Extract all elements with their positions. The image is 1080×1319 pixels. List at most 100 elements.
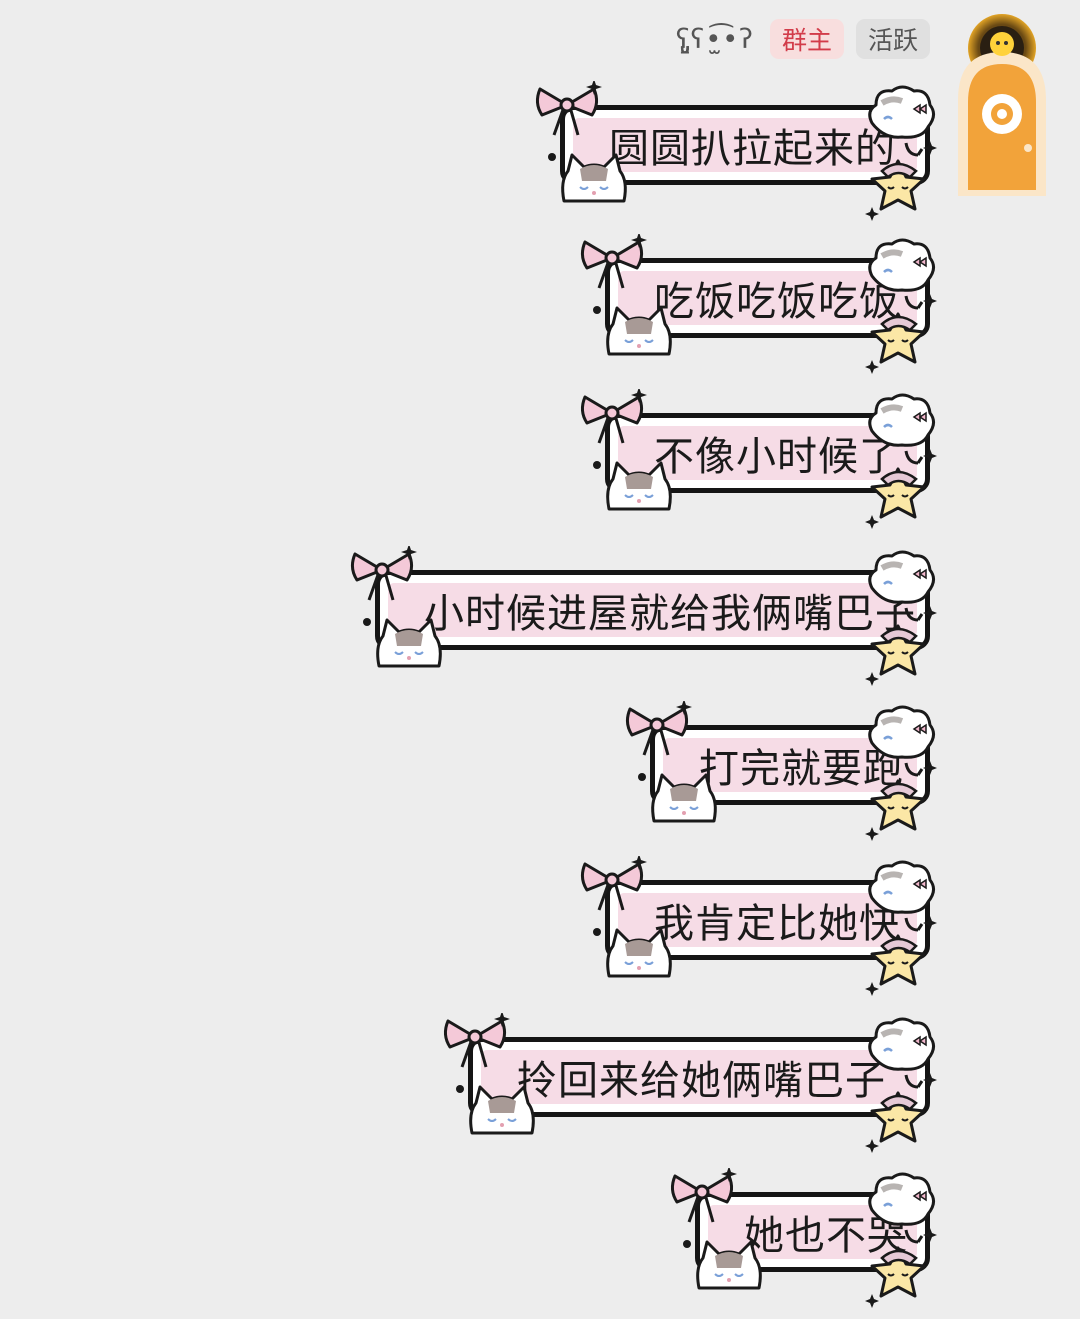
dot-decoration bbox=[679, 1236, 695, 1256]
bubble-plate: 小时候进屋就给我俩嘴巴子 bbox=[375, 570, 930, 650]
cat-icon bbox=[606, 928, 672, 978]
bow-decoration bbox=[622, 699, 692, 765]
star-decoration bbox=[864, 155, 934, 225]
bunny-decoration bbox=[862, 83, 938, 167]
star-decoration bbox=[864, 1242, 934, 1312]
sparkle-icon bbox=[363, 618, 371, 626]
sender-nickname[interactable]: ʕ̡̢̡̡̢̡ʕ•̫͡•ʔ bbox=[675, 23, 754, 55]
cat-decoration bbox=[646, 771, 722, 833]
message-bubble[interactable]: 她也不哭 bbox=[670, 1166, 937, 1308]
star-decoration bbox=[864, 1087, 934, 1157]
dot-decoration bbox=[589, 457, 605, 477]
message-bubble[interactable]: 吃饭吃饭吃饭 bbox=[580, 232, 937, 374]
cat-icon bbox=[606, 306, 672, 356]
star-icon bbox=[865, 1091, 926, 1153]
dot-decoration bbox=[589, 302, 605, 322]
cat-icon bbox=[696, 1240, 762, 1290]
bow-decoration bbox=[440, 1011, 510, 1077]
star-decoration bbox=[864, 775, 934, 845]
bow-decoration bbox=[577, 854, 647, 920]
bow-icon bbox=[443, 1011, 510, 1068]
bunny-icon bbox=[868, 85, 937, 157]
bow-icon bbox=[625, 699, 692, 756]
bunny-icon bbox=[868, 705, 937, 777]
message-bubble[interactable]: 打完就要跑 bbox=[625, 699, 937, 841]
sender-header: ʕ̡̢̡̡̢̡ʕ•̫͡•ʔ 群主 活跃 bbox=[676, 16, 930, 62]
bunny-icon bbox=[868, 238, 937, 310]
dot-decoration bbox=[634, 769, 650, 789]
message-text: 不像小时候了 bbox=[654, 434, 900, 480]
cat-icon bbox=[376, 618, 442, 668]
message-text: 小时候进屋就给我俩嘴巴子 bbox=[424, 591, 916, 637]
bunny-decoration bbox=[862, 236, 938, 320]
star-decoration bbox=[864, 930, 934, 1000]
bubble-plate: 我肯定比她快 bbox=[605, 880, 930, 960]
star-icon bbox=[865, 779, 926, 841]
cat-icon bbox=[561, 153, 627, 203]
cat-decoration bbox=[464, 1083, 540, 1145]
bubble-plate: 她也不哭 bbox=[695, 1192, 930, 1272]
sparkle-icon bbox=[593, 461, 601, 469]
cat-decoration bbox=[601, 304, 677, 366]
dot-decoration bbox=[544, 149, 560, 169]
dot-decoration bbox=[452, 1081, 468, 1101]
star-icon bbox=[865, 1246, 926, 1308]
sparkle-icon bbox=[683, 1240, 691, 1248]
bow-icon bbox=[580, 232, 647, 289]
message-text: 吃饭吃饭吃饭 bbox=[654, 279, 900, 325]
star-decoration bbox=[864, 463, 934, 533]
message-bubble[interactable]: 我肯定比她快 bbox=[580, 854, 937, 996]
cat-decoration bbox=[556, 151, 632, 213]
bunny-decoration bbox=[862, 703, 938, 787]
bow-icon bbox=[580, 387, 647, 444]
cat-decoration bbox=[601, 926, 677, 988]
avatar[interactable] bbox=[950, 10, 1054, 196]
active-badge: 活跃 bbox=[855, 19, 930, 59]
bow-decoration bbox=[347, 544, 417, 610]
bunny-icon bbox=[868, 860, 937, 932]
sparkle-icon bbox=[593, 928, 601, 936]
star-decoration bbox=[864, 308, 934, 378]
dot-decoration bbox=[359, 614, 375, 634]
bunny-decoration bbox=[862, 1015, 938, 1099]
sparkle-icon bbox=[456, 1085, 464, 1093]
bunny-icon bbox=[868, 1017, 937, 1089]
bow-icon bbox=[670, 1166, 737, 1223]
cat-decoration bbox=[691, 1238, 767, 1300]
star-icon bbox=[865, 467, 926, 529]
message-text: 她也不哭 bbox=[744, 1213, 908, 1259]
cat-icon bbox=[606, 461, 672, 511]
cat-icon bbox=[651, 773, 717, 823]
owner-badge: 群主 bbox=[769, 19, 844, 59]
bow-icon bbox=[350, 544, 417, 601]
bow-icon bbox=[580, 854, 647, 911]
star-decoration bbox=[864, 620, 934, 690]
message-bubble[interactable]: 小时候进屋就给我俩嘴巴子 bbox=[350, 544, 937, 686]
message-text: 拎回来给她俩嘴巴子 bbox=[517, 1058, 886, 1104]
star-icon bbox=[865, 934, 926, 996]
sparkle-icon bbox=[593, 306, 601, 314]
bubble-plate: 圆圆扒拉起来的 bbox=[560, 105, 930, 185]
bunny-decoration bbox=[862, 1170, 938, 1254]
door-avatar-icon bbox=[958, 14, 1046, 196]
bow-decoration bbox=[532, 79, 602, 145]
message-text: 圆圆扒拉起来的 bbox=[609, 126, 896, 172]
cat-decoration bbox=[601, 459, 677, 521]
dot-decoration bbox=[589, 924, 605, 944]
message-text: 打完就要跑 bbox=[699, 746, 904, 792]
cat-icon bbox=[469, 1085, 535, 1135]
bunny-decoration bbox=[862, 858, 938, 942]
bunny-icon bbox=[868, 550, 937, 622]
message-bubble[interactable]: 拎回来给她俩嘴巴子 bbox=[443, 1011, 937, 1153]
bow-decoration bbox=[577, 232, 647, 298]
star-icon bbox=[865, 312, 926, 374]
cat-decoration bbox=[371, 616, 447, 678]
bubble-plate: 拎回来给她俩嘴巴子 bbox=[468, 1037, 930, 1117]
message-bubble[interactable]: 不像小时候了 bbox=[580, 387, 937, 529]
bunny-decoration bbox=[862, 391, 938, 475]
bow-decoration bbox=[667, 1166, 737, 1232]
bow-decoration bbox=[577, 387, 647, 453]
message-text: 我肯定比她快 bbox=[654, 901, 900, 947]
sparkle-icon bbox=[638, 773, 646, 781]
message-bubble[interactable]: 圆圆扒拉起来的 bbox=[535, 79, 937, 221]
